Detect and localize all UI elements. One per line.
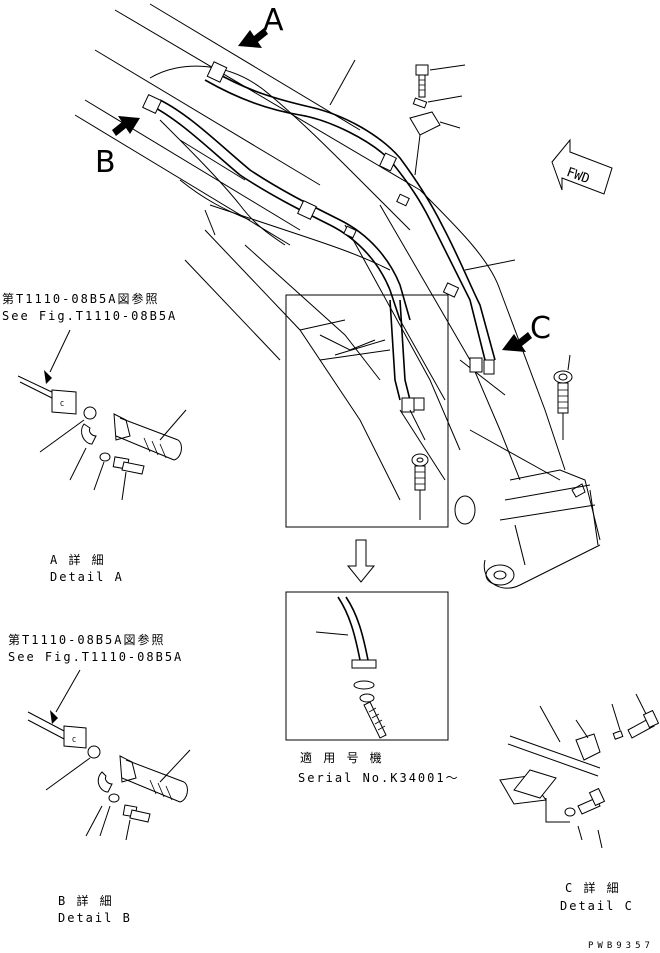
zoom-frame <box>285 294 449 528</box>
serial-label-en: Serial No.K34001～ <box>298 771 460 785</box>
detail-a-ref-en: See Fig.T1110-08B5A <box>2 309 177 323</box>
svg-text:C: C <box>72 736 76 744</box>
fwd-arrow: FWD <box>551 138 613 195</box>
bolt-set-top <box>409 64 466 176</box>
callout-letter-b: B <box>95 145 116 180</box>
callout-b: B <box>95 116 140 180</box>
drawing-code: PWB9357 <box>588 941 654 951</box>
serial-detail-frame <box>285 591 449 741</box>
detail-c-title-jp: C 詳 細 <box>565 880 621 895</box>
detail-a: 第T1110-08B5A図参照 See Fig.T1110-08B5A C A … <box>2 291 187 584</box>
connector-c <box>553 354 573 440</box>
serial-label-jp: 適 用 号 機 <box>300 750 384 765</box>
detail-b-title-en: Detail B <box>58 911 132 925</box>
detail-a-title-jp: A 詳 細 <box>50 552 106 567</box>
svg-text:C: C <box>60 400 64 408</box>
arrow-up-right-icon <box>112 116 140 136</box>
serial-detail-part <box>315 596 387 739</box>
detail-a-ref-jp: 第T1110-08B5A図参照 <box>2 291 159 306</box>
callout-a: A <box>238 3 284 48</box>
callout-c: C <box>502 311 551 352</box>
callout-letter-c: C <box>530 311 551 346</box>
frame-inner-part <box>409 409 429 520</box>
detail-b-ref-jp: 第T1110-08B5A図参照 <box>8 632 165 647</box>
callout-letter-a: A <box>263 3 284 38</box>
down-arrow-icon <box>346 539 376 583</box>
arrow-down-left-icon <box>502 332 532 352</box>
boom-assembly <box>74 3 601 589</box>
detail-b-title-jp: B 詳 細 <box>58 893 114 908</box>
detail-a-title-en: Detail A <box>50 570 124 584</box>
fwd-label: FWD <box>564 165 591 187</box>
hose-clamp <box>142 61 495 413</box>
detail-b: 第T1110-08B5A図参照 See Fig.T1110-08B5A C B … <box>8 632 191 925</box>
detail-c: C 詳 細 Detail C <box>499 693 660 913</box>
detail-b-ref-en: See Fig.T1110-08B5A <box>8 650 183 664</box>
detail-c-title-en: Detail C <box>560 899 634 913</box>
